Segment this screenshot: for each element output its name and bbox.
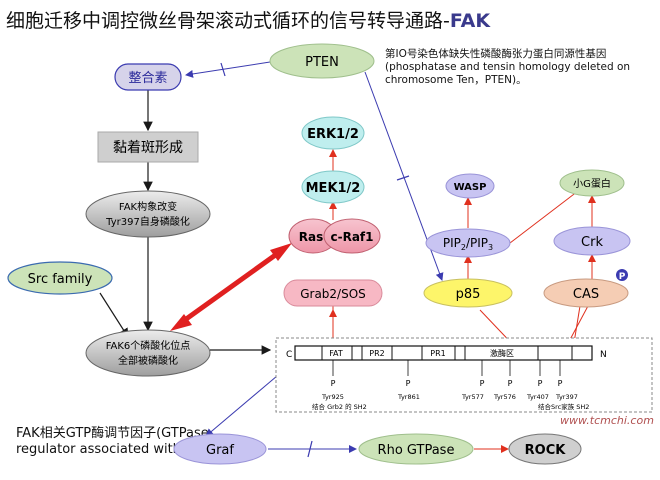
svg-text:Tyr577: Tyr577 — [461, 393, 484, 401]
phospho-badge: P — [616, 269, 628, 282]
node-p85: p85 — [423, 278, 513, 308]
node-pip: PIP2/PIP3 — [425, 228, 511, 258]
node-cas: CAS — [543, 278, 629, 308]
svg-text:MEK1/2: MEK1/2 — [306, 181, 361, 196]
svg-text:C: C — [286, 350, 292, 360]
node-src-family: Src family — [7, 261, 113, 295]
node-fak-conformation: FAK构象改变 Tyr397自身磷酸化 — [85, 190, 211, 238]
svg-text:Tyr407: Tyr407 — [526, 393, 549, 401]
node-mek: MEK1/2 — [301, 170, 365, 204]
svg-text:P: P — [331, 379, 336, 388]
svg-text:Tyr397自身磷酸化: Tyr397自身磷酸化 — [105, 215, 190, 228]
svg-text:Graf: Graf — [206, 443, 234, 458]
svg-text:整合素: 整合素 — [128, 71, 167, 86]
svg-text:Tyr576: Tyr576 — [493, 393, 516, 401]
node-grb2-sos: Grab2/SOS — [283, 279, 383, 307]
svg-text:激酶区: 激酶区 — [490, 348, 514, 358]
svg-text:P: P — [619, 272, 626, 282]
svg-text:WASP: WASP — [454, 182, 487, 193]
svg-text:Tyr925: Tyr925 — [321, 393, 344, 401]
svg-text:P: P — [558, 379, 563, 388]
watermark: www.tcmchi.com — [560, 414, 654, 427]
svg-text:FAT: FAT — [329, 349, 343, 358]
node-rho-gtpase: Rho GTPase — [358, 433, 474, 465]
svg-text:N: N — [600, 350, 607, 360]
svg-text:P: P — [538, 379, 543, 388]
svg-text:结合 Grb2 的 SH2: 结合 Grb2 的 SH2 — [312, 402, 367, 411]
svg-text:P: P — [406, 379, 411, 388]
node-fak-phospho: FAK6个磷酸化位点 全部被磷酸化 — [85, 329, 211, 377]
svg-text:PR1: PR1 — [430, 349, 445, 358]
node-pten: PTEN — [269, 43, 375, 79]
svg-text:Crk: Crk — [581, 235, 603, 250]
svg-text:FAK6个磷酸化位点: FAK6个磷酸化位点 — [106, 339, 191, 352]
svg-text:Src family: Src family — [28, 272, 93, 287]
svg-text:Grab2/SOS: Grab2/SOS — [300, 287, 366, 301]
svg-text:黏着斑形成: 黏着斑形成 — [113, 140, 183, 156]
svg-text:Rho GTPase: Rho GTPase — [378, 443, 455, 458]
svg-text:P: P — [480, 379, 485, 388]
node-erk: ERK1/2 — [301, 116, 365, 150]
svg-text:小G蛋白: 小G蛋白 — [573, 177, 611, 190]
svg-text:PR2: PR2 — [369, 349, 384, 358]
node-adhesion: 黏着斑形成 — [97, 131, 199, 163]
pten-note: 第IO号染色体缺失性磷酸酶张力蛋白同源性基因(phosphatase and t… — [385, 48, 631, 86]
node-small-g: 小G蛋白 — [559, 169, 625, 197]
svg-text:CAS: CAS — [573, 287, 599, 302]
svg-text:PIP2/PIP3: PIP2/PIP3 — [443, 236, 493, 252]
node-crk: Crk — [553, 226, 631, 256]
node-ras-raf: Ras c-Raf1 — [288, 218, 381, 254]
graf-note: FAK相关GTP酶调节因子(GTPase regulator associate… — [16, 426, 214, 457]
svg-text:结合Src家族 SH2: 结合Src家族 SH2 — [538, 402, 589, 411]
svg-text:c-Raf1: c-Raf1 — [330, 230, 373, 244]
svg-text:Tyr397: Tyr397 — [555, 393, 578, 401]
node-graf: Graf — [173, 433, 267, 465]
svg-text:P: P — [508, 379, 513, 388]
svg-text:Tyr861: Tyr861 — [397, 393, 420, 401]
node-rock: ROCK — [508, 433, 582, 465]
page-title: 细胞迁移中调控微丝骨架滚动式循环的信号转导通路-FAK — [6, 10, 491, 32]
svg-text:全部被磷酸化: 全部被磷酸化 — [118, 354, 178, 367]
svg-text:ROCK: ROCK — [525, 443, 567, 458]
svg-text:FAK构象改变: FAK构象改变 — [119, 200, 177, 213]
node-integrin: 整合素 — [114, 63, 182, 91]
svg-text:p85: p85 — [456, 287, 481, 302]
svg-text:ERK1/2: ERK1/2 — [307, 127, 359, 142]
svg-text:PTEN: PTEN — [305, 55, 339, 70]
svg-text:Ras: Ras — [299, 230, 323, 244]
node-wasp: WASP — [445, 173, 495, 199]
fak-domain-figure: C FAT PR2 PR1 激酶区 N — [275, 337, 653, 413]
